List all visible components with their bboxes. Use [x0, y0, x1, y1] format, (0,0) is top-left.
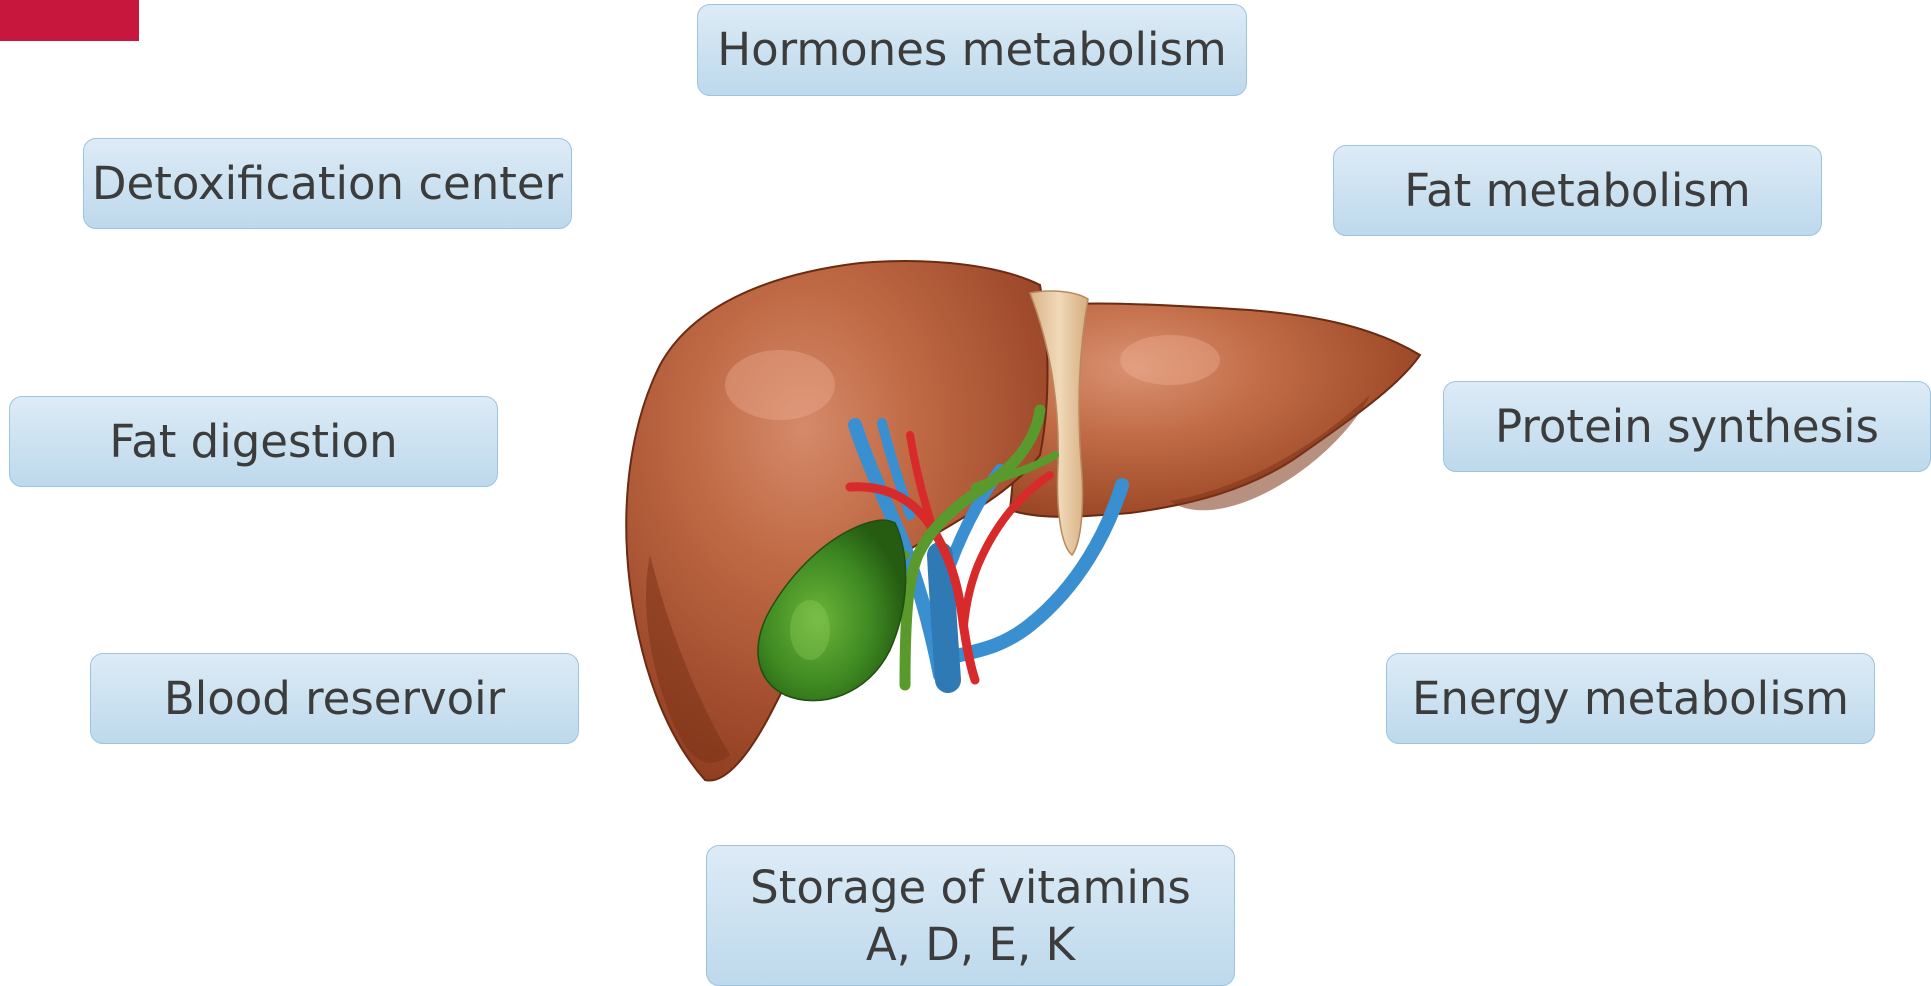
- blood-reservoir-text: Blood reservoir: [164, 672, 505, 726]
- fat-digestion-text: Fat digestion: [109, 415, 397, 469]
- liver-with-gallbladder-illustration: [610, 255, 1440, 795]
- accent-bar: [0, 0, 139, 41]
- fat-metabolism-text: Fat metabolism: [1404, 164, 1750, 218]
- protein-synthesis-text: Protein synthesis: [1495, 400, 1879, 454]
- fat-digestion-label: Fat digestion: [9, 396, 498, 487]
- hormones-metabolism-text: Hormones metabolism: [717, 23, 1227, 77]
- fat-metabolism-label: Fat metabolism: [1333, 145, 1822, 236]
- detoxification-center-text: Detoxification center: [92, 157, 563, 211]
- hormones-metabolism-label: Hormones metabolism: [697, 4, 1247, 96]
- vitamins-list-text: A, D, E, K: [866, 916, 1075, 973]
- protein-synthesis-label: Protein synthesis: [1443, 381, 1931, 472]
- storage-of-vitamins-text: Storage of vitamins: [750, 859, 1191, 916]
- storage-of-vitamins-label: Storage of vitamins A, D, E, K: [706, 845, 1235, 986]
- energy-metabolism-text: Energy metabolism: [1412, 672, 1849, 726]
- energy-metabolism-label: Energy metabolism: [1386, 653, 1875, 744]
- blood-reservoir-label: Blood reservoir: [90, 653, 579, 744]
- detoxification-center-label: Detoxification center: [83, 138, 572, 229]
